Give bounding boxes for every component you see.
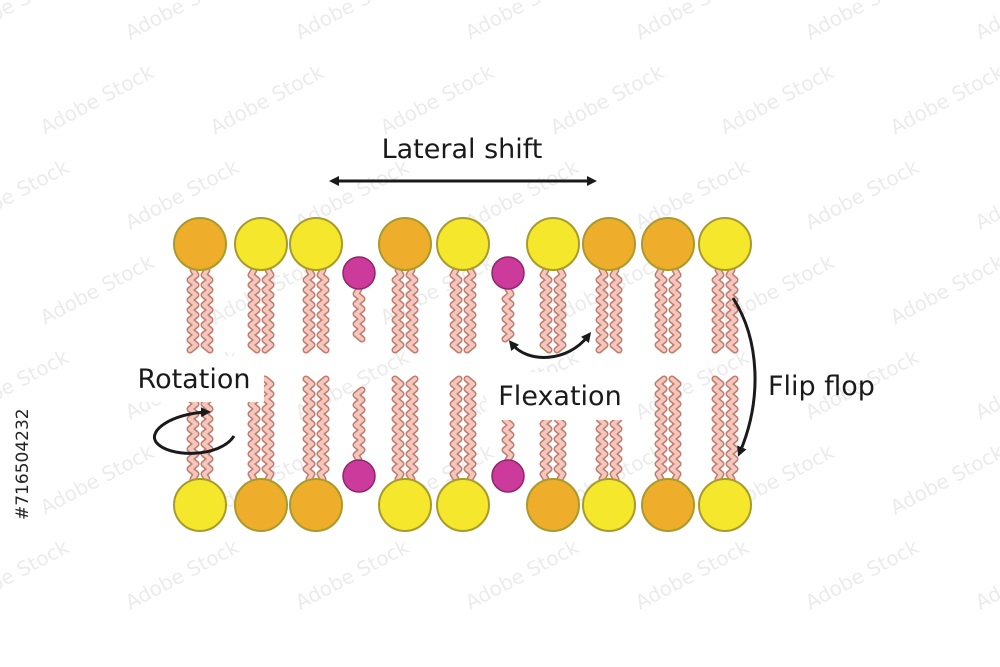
lower-tail-3-core: [354, 388, 364, 462]
upper-head-1: [234, 217, 288, 271]
lower-head-0: [173, 478, 227, 532]
watermark-text-19: Adobe Stock: [801, 154, 923, 234]
rotation-label-bg: [126, 356, 264, 402]
watermark-text-1: Adobe Stock: [121, 0, 243, 44]
upper-small-head-3: [342, 256, 376, 290]
lower-head-10: [698, 478, 752, 532]
lower-tail-a-4-core: [393, 377, 403, 481]
upper-head-2: [289, 217, 343, 271]
watermark-text-44: Adobe Stock: [291, 534, 413, 614]
lower-tail-a-5-core: [451, 377, 461, 481]
flip-flop-arrow: [731, 297, 757, 457]
upper-tail-b-4-core: [407, 268, 417, 352]
lower-tail-a-9-core: [656, 377, 666, 481]
upper-tail-b-8-core: [611, 268, 621, 352]
watermark-text-6: Adobe Stock: [971, 0, 1000, 44]
lower-head-5: [436, 478, 490, 532]
upper-small-head-6: [491, 256, 525, 290]
upper-tail-b-1-core: [263, 268, 273, 352]
watermark-text-40: Adobe Stock: [886, 439, 1000, 519]
rotation-arrow: [153, 407, 236, 455]
lower-tail-b-5-core: [465, 377, 475, 481]
upper-head-10: [698, 217, 752, 271]
watermark-text-21: Adobe Stock: [36, 249, 158, 329]
upper-tail-b-0-core: [202, 268, 212, 352]
watermark-text-7: Adobe Stock: [36, 59, 158, 139]
watermark-text-42: Adobe Stock: [0, 534, 73, 614]
watermark-text-34: Adobe Stock: [971, 344, 1000, 424]
upper-tail-a-1-core: [249, 268, 259, 352]
upper-tail-6-core: [503, 287, 513, 341]
lower-tail-b-10-core: [727, 377, 737, 481]
lower-head-9: [641, 478, 695, 532]
watermark-text-2: Adobe Stock: [291, 0, 413, 44]
lower-small-head-3: [342, 459, 376, 493]
watermark-text-26: Adobe Stock: [886, 249, 1000, 329]
upper-tail-a-4-core: [393, 268, 403, 352]
watermark-text-8: Adobe Stock: [206, 59, 328, 139]
watermark-text-35: Adobe Stock: [36, 439, 158, 519]
lateral-shift-label: Lateral shift: [382, 134, 543, 165]
upper-tail-3-core: [354, 287, 364, 341]
upper-head-5: [436, 217, 490, 271]
lower-head-7: [526, 478, 580, 532]
flip-flop-label: Flip flop: [768, 371, 875, 402]
watermark-text-14: Adobe Stock: [0, 154, 73, 234]
upper-tail-a-0-core: [188, 268, 198, 352]
watermark-text-48: Adobe Stock: [971, 534, 1000, 614]
stock-id-text: #716504232: [13, 408, 33, 520]
flexation-label-bg: [486, 372, 632, 420]
watermark-text-12: Adobe Stock: [886, 59, 1000, 139]
lower-head-8: [582, 478, 636, 532]
upper-tail-a-9-core: [656, 268, 666, 352]
watermark-text-47: Adobe Stock: [801, 534, 923, 614]
watermark-text-45: Adobe Stock: [461, 534, 583, 614]
lipid-heads: [173, 217, 752, 532]
upper-head-9: [641, 217, 695, 271]
watermark-text-15: Adobe Stock: [121, 154, 243, 234]
rotation-label: Rotation: [138, 364, 251, 395]
watermark-text-20: Adobe Stock: [971, 154, 1000, 234]
watermark-text-0: Adobe Stock: [0, 0, 73, 44]
lower-tail-b-1-core: [263, 377, 273, 481]
flexation-arrow: [508, 332, 592, 359]
upper-tail-a-8-core: [597, 268, 607, 352]
watermark-text-46: Adobe Stock: [631, 534, 753, 614]
watermark-text-10: Adobe Stock: [546, 59, 668, 139]
upper-tail-b-5-core: [465, 268, 475, 352]
watermark-text-5: Adobe Stock: [801, 0, 923, 44]
watermark-text-43: Adobe Stock: [121, 534, 243, 614]
flexation-label: Flexation: [498, 381, 621, 412]
watermark-text-9: Adobe Stock: [376, 59, 498, 139]
lower-tail-b-4-core: [407, 377, 417, 481]
lower-head-4: [378, 478, 432, 532]
watermark-text-28: Adobe Stock: [0, 344, 73, 424]
upper-head-0: [173, 217, 227, 271]
upper-head-4: [378, 217, 432, 271]
watermark-text-4: Adobe Stock: [631, 0, 753, 44]
lower-head-1: [234, 478, 288, 532]
upper-tail-a-5-core: [451, 268, 461, 352]
lower-tail-a-2-core: [304, 377, 314, 481]
lower-tail-a-10-core: [713, 377, 723, 481]
upper-head-8: [582, 217, 636, 271]
upper-tail-a-10-core: [713, 268, 723, 352]
upper-tail-b-2-core: [318, 268, 328, 352]
upper-head-7: [526, 217, 580, 271]
upper-tail-b-9-core: [670, 268, 680, 352]
lower-tail-b-9-core: [670, 377, 680, 481]
upper-tail-b-10-core: [727, 268, 737, 352]
watermark-text-11: Adobe Stock: [716, 59, 838, 139]
upper-tail-a-2-core: [304, 268, 314, 352]
lower-head-2: [289, 478, 343, 532]
watermark-text-3: Adobe Stock: [461, 0, 583, 44]
lower-small-head-6: [491, 459, 525, 493]
lower-tail-b-2-core: [318, 377, 328, 481]
lipid-tails: [186, 266, 739, 483]
